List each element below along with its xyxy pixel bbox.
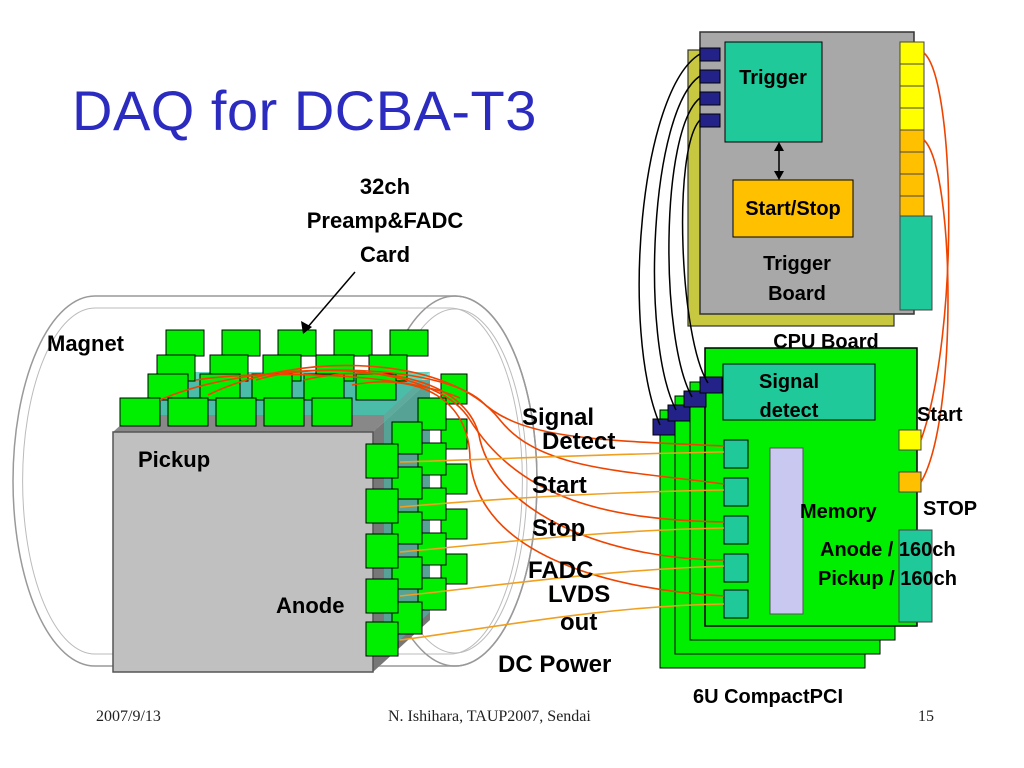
crate-label: 6U CompactPCI (693, 686, 843, 708)
footer-author: N. Ishihara, TAUP2007, Sendai (388, 708, 591, 725)
magnet-label: Magnet (47, 331, 125, 356)
cpu-board-label: CPU Board (773, 331, 879, 353)
signal-detect-label-line1: Signal (522, 404, 594, 431)
signal-cables (399, 451, 725, 641)
preamp-label-line3: Card (360, 242, 410, 267)
memory-label: Memory (800, 501, 878, 523)
footer-date: 2007/9/13 (96, 708, 161, 725)
stop-cable-label: Stop (532, 515, 585, 542)
orange-cables (159, 52, 950, 597)
fadc-label-line3: out (560, 609, 597, 636)
trigger-chip-label: Trigger (739, 67, 807, 89)
anode-label: Anode (276, 593, 344, 618)
fadc-label-line2: LVDS (548, 581, 610, 608)
slide-title: DAQ for DCBA-T3 (72, 79, 537, 142)
start-cable-label: Start (532, 472, 587, 499)
fadc-label-line1: FADC (528, 557, 593, 584)
cpu-signal-label-line2: detect (760, 400, 819, 422)
cpu-signal-label-line1: Signal (759, 371, 819, 393)
signal-detect-label-line2: Detect (542, 428, 615, 455)
preamp-label-line1: 32ch (360, 174, 410, 199)
dc-power-label: DC Power (498, 651, 611, 678)
trigger-board-label-line2: Board (768, 283, 826, 305)
pickup-label: Pickup (138, 447, 210, 472)
cpu-start-label: Start (917, 404, 963, 426)
page-number: 15 (918, 708, 934, 725)
trigger-board (687, 31, 933, 327)
preamp-label-line2: Preamp&FADC (307, 208, 464, 233)
pickup-channels-label: Pickup / 160ch (818, 568, 957, 590)
cpu-board-stack (652, 347, 933, 669)
anode-channels-label: Anode / 160ch (820, 539, 956, 561)
preamp-arrow (301, 271, 356, 334)
pickup-fadc-cards (119, 329, 429, 427)
cpu-stop-label: STOP (923, 498, 977, 520)
trigger-board-label-line1: Trigger (763, 253, 831, 275)
black-cables (638, 53, 709, 426)
start-stop-label: Start/Stop (745, 198, 841, 220)
anode-fadc-cards (365, 373, 468, 657)
